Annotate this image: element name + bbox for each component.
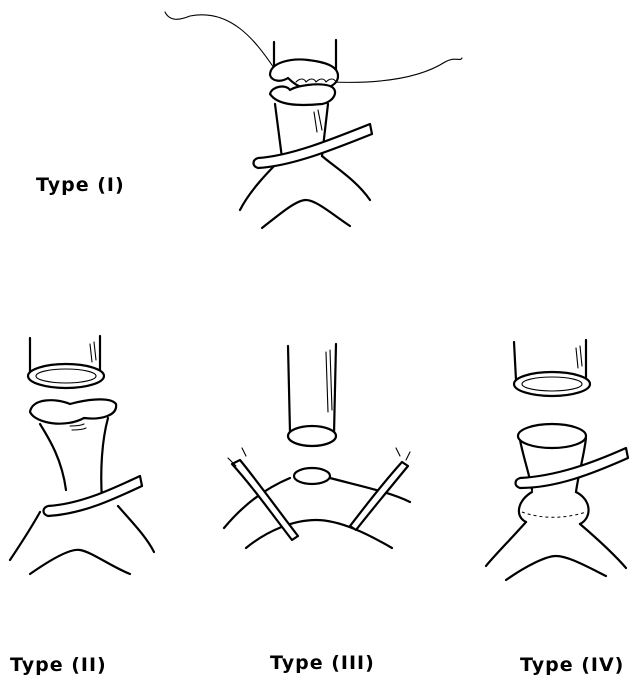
type3-lumen [294, 468, 330, 484]
type2-upper-lumen [28, 364, 104, 388]
type2-vessel-hatch [70, 424, 86, 430]
type4-base [486, 522, 626, 568]
type3-upper-lumen [288, 426, 336, 446]
type3-illustration [224, 344, 410, 548]
type2-lower-lumen [30, 399, 116, 423]
type4-illustration [486, 340, 628, 580]
type3-right-clamp [350, 462, 408, 530]
type1-lower-lumen [270, 84, 335, 105]
type1-clamp [254, 124, 373, 168]
type2-upper-hatch [90, 342, 96, 362]
type3-upper-vessel [288, 344, 336, 434]
type3-left-clamp [232, 460, 298, 540]
type2-base-inner [30, 550, 130, 574]
type2-illustration [10, 336, 154, 574]
type2-clamp [44, 476, 143, 516]
type2-base [10, 506, 154, 560]
type1-suture-left [165, 12, 274, 68]
type1-illustration [165, 12, 462, 228]
type4-lower-lumen [518, 424, 586, 448]
type4-upper-lumen [514, 372, 590, 396]
type4-base-inner [506, 556, 606, 580]
type2-label: Type (II) [10, 654, 107, 676]
type3-label: Type (III) [270, 652, 375, 674]
type4-upper-hatch [576, 346, 582, 368]
type1-base-inner [262, 200, 350, 228]
type4-dashed-line [522, 512, 586, 517]
type1-label: Type (I) [36, 174, 125, 196]
type3-upper-hatch [326, 350, 332, 412]
type4-bulge [519, 492, 589, 524]
type4-clamp [516, 448, 629, 488]
type4-label: Type (IV) [520, 654, 624, 676]
type3-arch-inner [246, 520, 392, 548]
type1-vessel-hatch [314, 110, 322, 132]
type1-suture-right [330, 58, 462, 82]
